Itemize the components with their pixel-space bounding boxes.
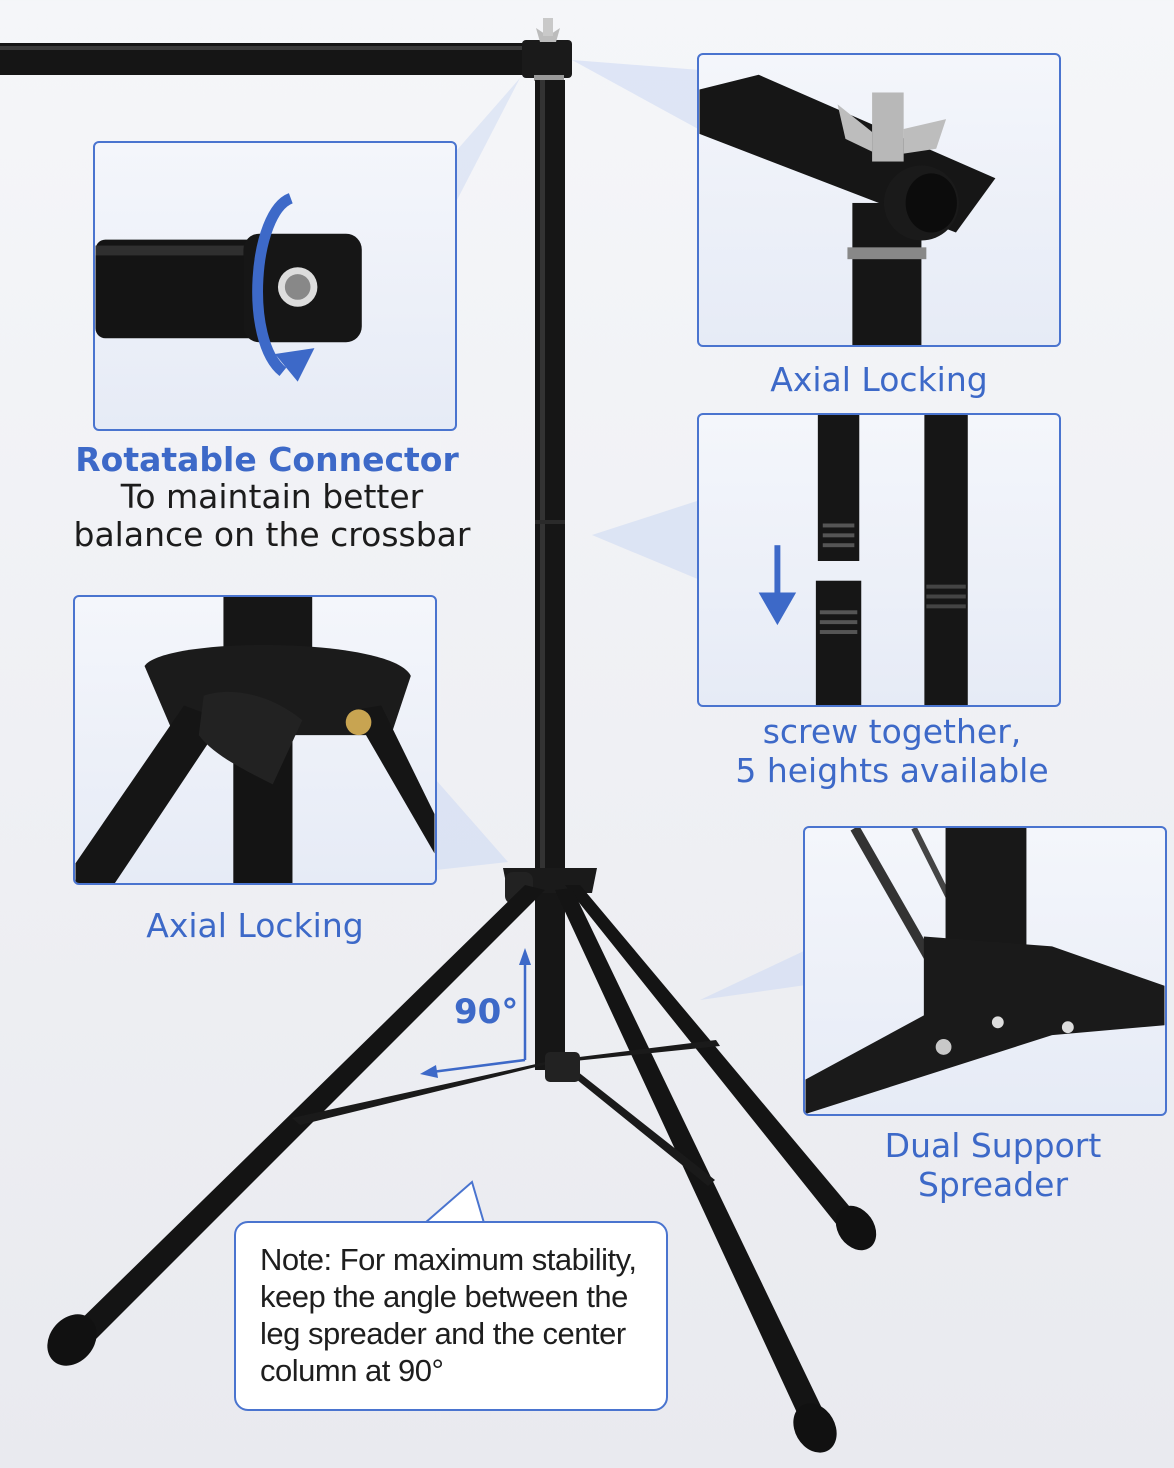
panel-axial-locking-lower [73, 595, 437, 885]
callout-wedge-top-right [572, 60, 700, 130]
callout-wedge-lower-left [436, 780, 508, 870]
crossbar-joint-closeup-illustration [699, 74, 996, 345]
center-column [535, 80, 565, 870]
foot-right [793, 1403, 837, 1453]
angle-arrow-icon [420, 948, 531, 1078]
panel-rotatable-connector [93, 141, 457, 431]
callout-wedge-mid-right [592, 500, 700, 580]
foot-left [47, 1314, 97, 1366]
tripod-hub-closeup-illustration [75, 597, 435, 883]
angle-label: 90° [454, 992, 519, 1032]
panel-axial-locking-top [697, 53, 1061, 347]
caption-axial-locking-lower: Axial Locking [146, 906, 364, 945]
callout-wedge-top-left [457, 78, 520, 200]
wing-nut [536, 28, 560, 42]
callout-wedge-lower-right [700, 950, 806, 1000]
connector-closeup-illustration [95, 193, 362, 382]
crossbar-end-cap [522, 40, 572, 78]
note-pointer [422, 1180, 486, 1224]
caption-screw-together: screw together, 5 heights available [735, 712, 1049, 790]
caption-axial-locking-top: Axial Locking [770, 360, 988, 399]
panel-screw-together [697, 413, 1061, 707]
spreader-closeup-illustration [805, 828, 1165, 1114]
stability-note: Note: For maximum stability, keep the an… [234, 1221, 668, 1411]
stability-note-text: Note: For maximum stability, keep the an… [260, 1242, 637, 1388]
tripod-leg-back [565, 885, 865, 1235]
foot-back [835, 1205, 877, 1251]
panel-dual-support-spreader [803, 826, 1167, 1116]
tripod-leg-right [555, 888, 830, 1430]
leg-spreader [292, 1062, 556, 1125]
rotate-arrow-icon [252, 193, 315, 382]
caption-dual-support-spreader: Dual Support Spreader [884, 1126, 1102, 1204]
down-arrow-icon [758, 545, 797, 626]
caption-rotatable-connector: Rotatable Connector [75, 440, 459, 479]
tube-sections-illustration [758, 415, 968, 705]
tripod-leg-left [70, 885, 545, 1340]
rotatable-connector-description: To maintain better balance on the crossb… [73, 477, 471, 554]
